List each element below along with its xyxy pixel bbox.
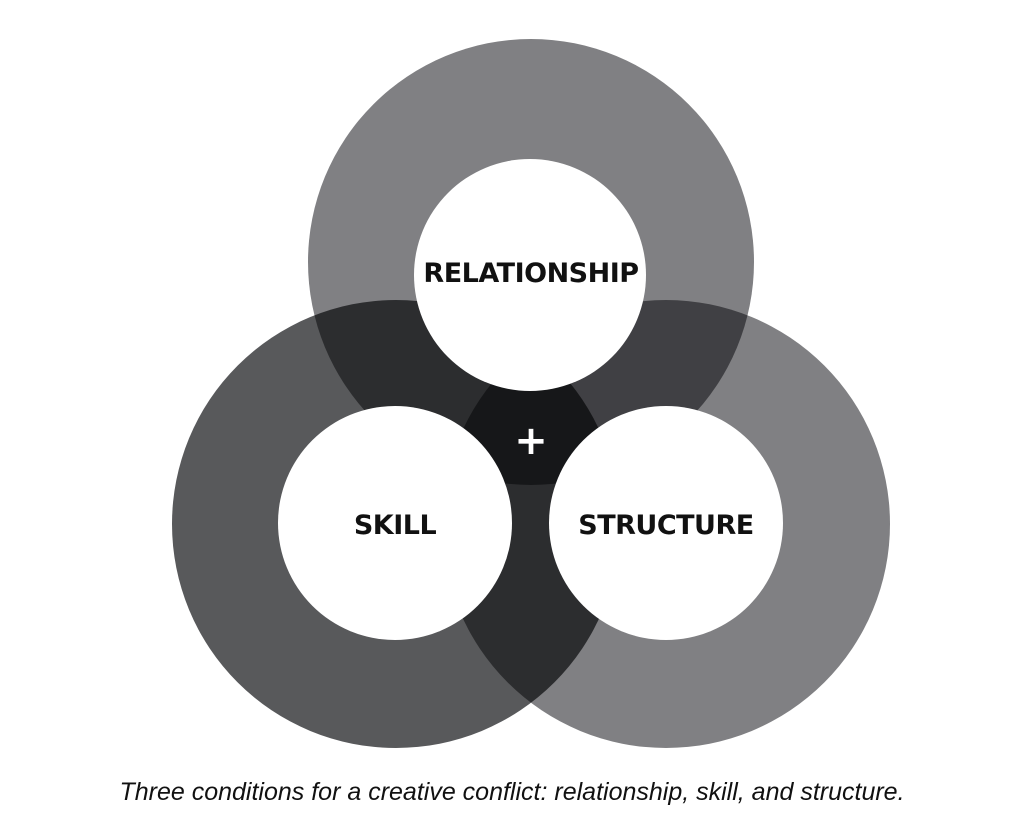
skill-inner-circle xyxy=(278,406,512,640)
plus-icon: + xyxy=(514,418,548,464)
structure-label: STRUCTURE xyxy=(578,510,753,541)
skill-label: SKILL xyxy=(354,510,437,541)
structure-inner-circle xyxy=(549,406,783,640)
venn-diagram: RELATIONSHIP SKILL STRUCTURE + xyxy=(172,39,890,748)
relationship-label: RELATIONSHIP xyxy=(423,258,638,289)
relationship-inner-circle xyxy=(414,159,646,391)
figure-caption: Three conditions for a creative conflict… xyxy=(119,778,905,806)
